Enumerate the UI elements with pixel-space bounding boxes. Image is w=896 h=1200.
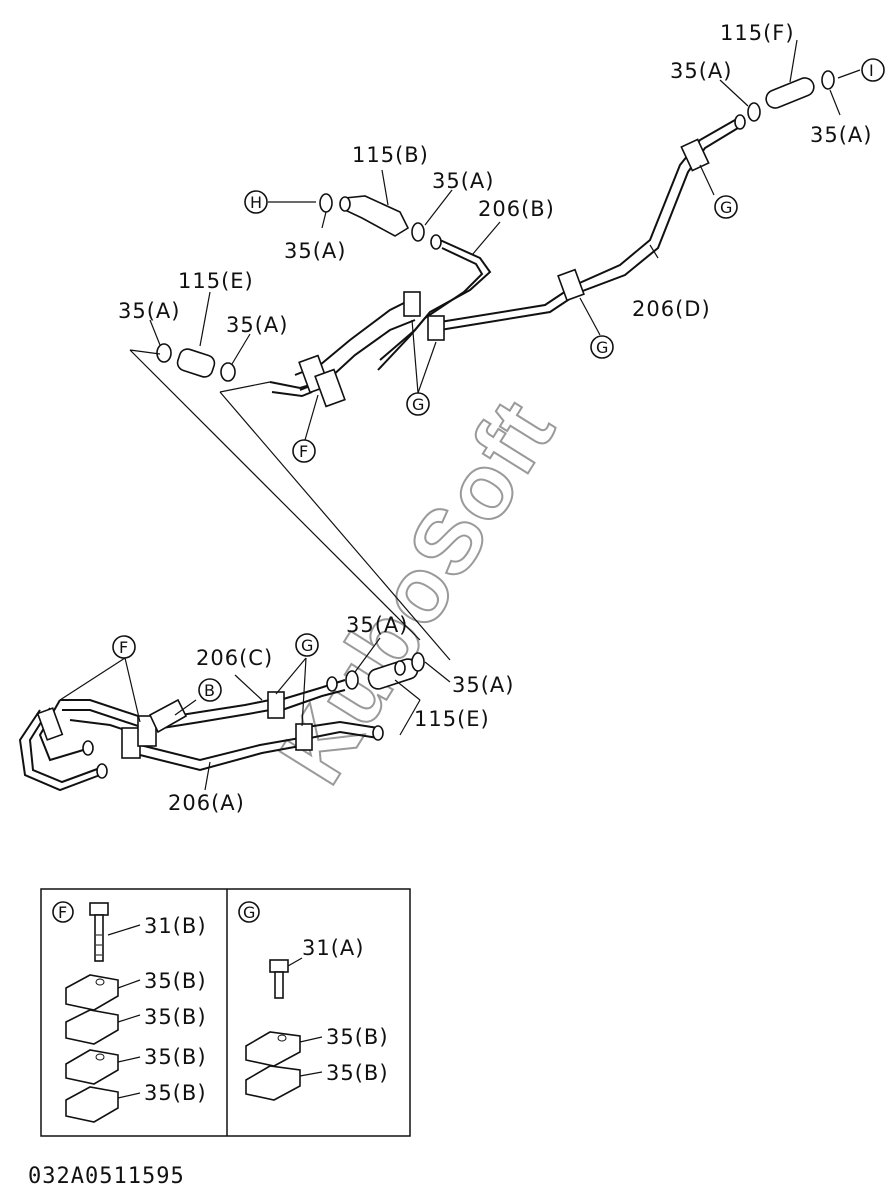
hose-clamp-lower-2 bbox=[394, 652, 425, 676]
label-35b-f2: 35(B) bbox=[144, 1005, 207, 1029]
label-35b-f3: 35(B) bbox=[144, 1045, 207, 1069]
svg-text:G: G bbox=[412, 395, 425, 414]
label-35a-lower-left: 35(A) bbox=[346, 613, 408, 637]
label-35b-f1: 35(B) bbox=[144, 969, 207, 993]
clamp-b-lower bbox=[148, 698, 188, 734]
label-206d: 206(D) bbox=[632, 297, 711, 321]
pipe-end-lower-right bbox=[372, 725, 384, 741]
hose-clamp-115b-right bbox=[411, 222, 442, 250]
svg-text:H: H bbox=[250, 193, 263, 212]
label-206c: 206(C) bbox=[196, 646, 273, 670]
svg-text:F: F bbox=[119, 638, 129, 657]
detail-f: F 31(B) 35(B) 35(B) 35(B) 35(B) bbox=[52, 901, 207, 1123]
callout-b: B bbox=[198, 678, 222, 702]
hose-clamp-115b-left bbox=[319, 193, 333, 213]
label-115f: 115(F) bbox=[720, 21, 795, 45]
callout-f-lower: F bbox=[112, 635, 136, 659]
pipe-stub-upper-left bbox=[269, 381, 313, 398]
clamp-f-lower bbox=[36, 707, 157, 759]
hose-115e-upper bbox=[176, 348, 216, 378]
drawing-code: 032A0511595 bbox=[28, 1164, 185, 1189]
clamp-f-upper bbox=[298, 354, 346, 408]
svg-text:G: G bbox=[596, 338, 609, 357]
detail-g: G 31(A) 35(B) 35(B) bbox=[238, 901, 389, 1101]
label-206a: 206(A) bbox=[168, 791, 245, 815]
label-35a-top-right: 35(A) bbox=[670, 59, 732, 83]
label-35b-f4: 35(B) bbox=[144, 1081, 207, 1105]
svg-text:F: F bbox=[58, 903, 68, 922]
label-35b-g1: 35(B) bbox=[326, 1025, 389, 1049]
svg-text:G: G bbox=[720, 198, 733, 217]
clamp-g-upper-center bbox=[403, 291, 445, 341]
callout-g-right: G bbox=[714, 195, 738, 219]
clamp-g-upper-mid bbox=[557, 268, 585, 302]
hose-clamp-115e-upper-right bbox=[220, 362, 236, 382]
svg-text:G: G bbox=[301, 636, 314, 655]
callout-i: I bbox=[861, 58, 885, 82]
svg-text:I: I bbox=[869, 61, 875, 80]
hose-clamp-upper-right-1 bbox=[734, 102, 761, 130]
label-115b: 115(B) bbox=[352, 143, 429, 167]
hose-115b bbox=[339, 195, 410, 237]
leader-lines bbox=[59, 39, 861, 791]
hose-clamp-lower-1 bbox=[326, 670, 359, 692]
clamp-g-lower bbox=[267, 691, 313, 751]
callout-g-lower: G bbox=[295, 633, 319, 657]
svg-text:F: F bbox=[299, 442, 309, 461]
label-35a-lower-right: 35(A) bbox=[452, 673, 514, 697]
callout-g-mid: G bbox=[590, 335, 614, 359]
label-35a-115e-left: 35(A) bbox=[118, 299, 180, 323]
callout-h: H bbox=[244, 190, 268, 214]
label-31a: 31(A) bbox=[302, 936, 364, 960]
label-206b: 206(B) bbox=[478, 197, 555, 221]
hose-115f bbox=[765, 77, 815, 109]
label-115e-lower: 115(E) bbox=[414, 707, 490, 731]
label-35a-right: 35(A) bbox=[810, 123, 872, 147]
hose-clamp-upper-right-2 bbox=[821, 70, 835, 90]
label-35a-115e-right: 35(A) bbox=[226, 313, 288, 337]
callout-g-center: G bbox=[406, 392, 430, 416]
svg-text:B: B bbox=[204, 681, 216, 700]
label-35b-g2: 35(B) bbox=[326, 1061, 389, 1085]
label-35a-h: 35(A) bbox=[284, 239, 346, 263]
pipe-206b bbox=[377, 239, 492, 371]
svg-text:G: G bbox=[243, 903, 256, 922]
hose-clamp-115e-upper-left bbox=[156, 343, 172, 363]
label-115e-upper: 115(E) bbox=[178, 269, 254, 293]
label-31b: 31(B) bbox=[144, 914, 207, 938]
pipe-ends-lower-left bbox=[82, 740, 108, 779]
label-35a-115b: 35(A) bbox=[432, 169, 494, 193]
callout-f-upper: F bbox=[292, 439, 316, 463]
detail-box bbox=[40, 888, 411, 1137]
clamp-g-upper-right bbox=[680, 138, 710, 172]
